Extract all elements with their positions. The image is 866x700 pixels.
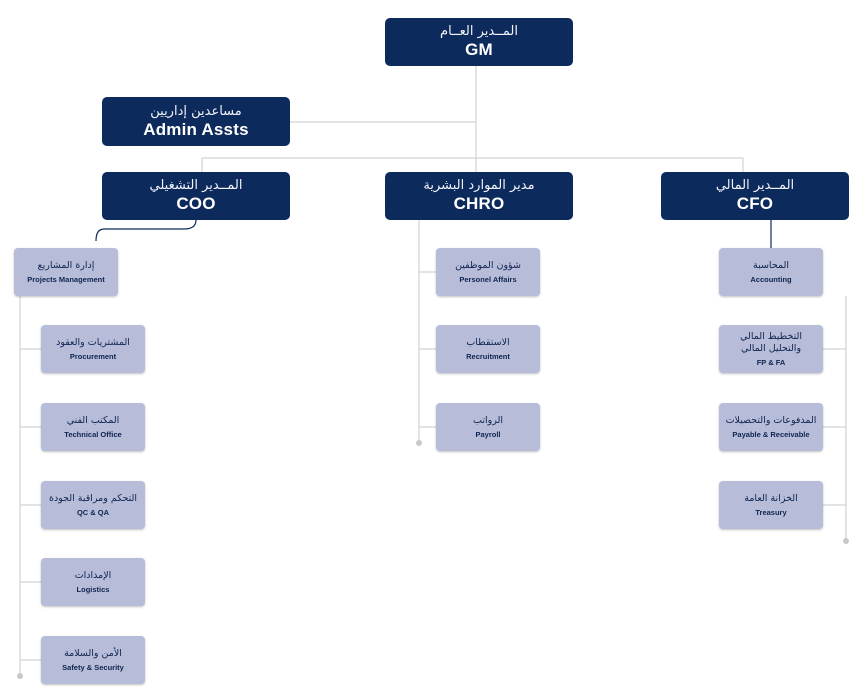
chro-unit-box[interactable]: الاستقطاب Recruitment [436,325,540,373]
projects-management-box[interactable]: إدارة المشاريع Projects Management [14,248,118,296]
gm-box[interactable]: المــدير العــام GM [385,18,573,66]
coo-unit-box[interactable]: المكتب الفني Technical Office [41,403,145,451]
cfo-rail-end-dot [843,538,849,544]
cfo-unit-box[interactable]: المدفوعات والتحصيلات Payable & Receivabl… [719,403,823,451]
unit-title-en: Logistics [76,584,110,594]
gm-title-ar: المــدير العــام [440,24,518,39]
chro-title-en: CHRO [453,194,505,213]
pm-title-ar: إدارة المشاريع [37,259,95,271]
unit-title-ar: الرواتب [473,414,503,426]
chro-unit-box[interactable]: الرواتب Payroll [436,403,540,451]
chro-title-ar: مدير الموارد البشرية [423,178,535,193]
admin-title-en: Admin Assts [143,119,249,139]
chro-rail-end-dot [416,440,422,446]
unit-title-en: FP & FA [756,357,786,367]
unit-title-ar: التحكم ومراقبة الجودة [49,492,137,504]
cfo-unit-box[interactable]: المحاسبة Accounting [719,248,823,296]
unit-title-en: Payable & Receivable [732,429,810,439]
pm-title-en: Projects Management [27,274,105,284]
unit-title-en: Recruitment [466,351,510,361]
unit-title-ar: الإمدادات [74,569,112,581]
cfo-unit-box[interactable]: التخطيط المالي والتحليل المالي FP & FA [719,325,823,373]
cfo-title-ar: المــدير المالي [715,178,795,193]
unit-title-en: Procurement [69,351,117,361]
unit-title-ar: المشتريات والعقود [56,336,130,348]
unit-title-en: Safety & Security [62,662,124,672]
cfo-title-en: CFO [736,194,774,213]
chro-unit-box[interactable]: شؤون الموظفين Personel Affairs [436,248,540,296]
unit-title-en: Payroll [475,429,501,439]
unit-title-ar: التخطيط المالي والتحليل المالي [740,330,802,354]
unit-title-en: Accounting [750,274,792,284]
coo-unit-box[interactable]: الإمدادات Logistics [41,558,145,606]
unit-title-ar: الاستقطاب [466,336,510,348]
coo-unit-box[interactable]: المشتريات والعقود Procurement [41,325,145,373]
unit-title-en: QC & QA [76,507,110,517]
coo-unit-box[interactable]: التحكم ومراقبة الجودة QC & QA [41,481,145,529]
admin-title-ar: مساعدين إداريين [150,103,242,119]
unit-title-ar: المكتب الفني [66,414,120,426]
unit-title-ar: شؤون الموظفين [455,259,521,271]
coo-to-pm-connector [95,219,197,242]
coo-unit-box[interactable]: الأمن والسلامة Safety & Security [41,636,145,684]
coo-rail-end-dot [17,673,23,679]
unit-title-ar: الخزانة العامة [744,492,798,504]
unit-title-en: Personel Affairs [459,274,517,284]
coo-title-en: COO [176,194,216,213]
unit-title-ar: الأمن والسلامة [64,647,122,659]
unit-title-en: Treasury [755,507,787,517]
unit-title-ar: المحاسبة [753,259,789,271]
chro-box[interactable]: مدير الموارد البشرية CHRO [385,172,573,220]
admin-assts-box[interactable]: مساعدين إداريين Admin Assts [102,97,290,146]
unit-title-ar: المدفوعات والتحصيلات [725,414,817,426]
cfo-box[interactable]: المــدير المالي CFO [661,172,849,220]
coo-box[interactable]: المــدير التشغيلي COO [102,172,290,220]
cfo-unit-box[interactable]: الخزانة العامة Treasury [719,481,823,529]
coo-title-ar: المــدير التشغيلي [149,178,243,193]
gm-title-en: GM [465,40,493,59]
unit-title-en: Technical Office [64,429,122,439]
